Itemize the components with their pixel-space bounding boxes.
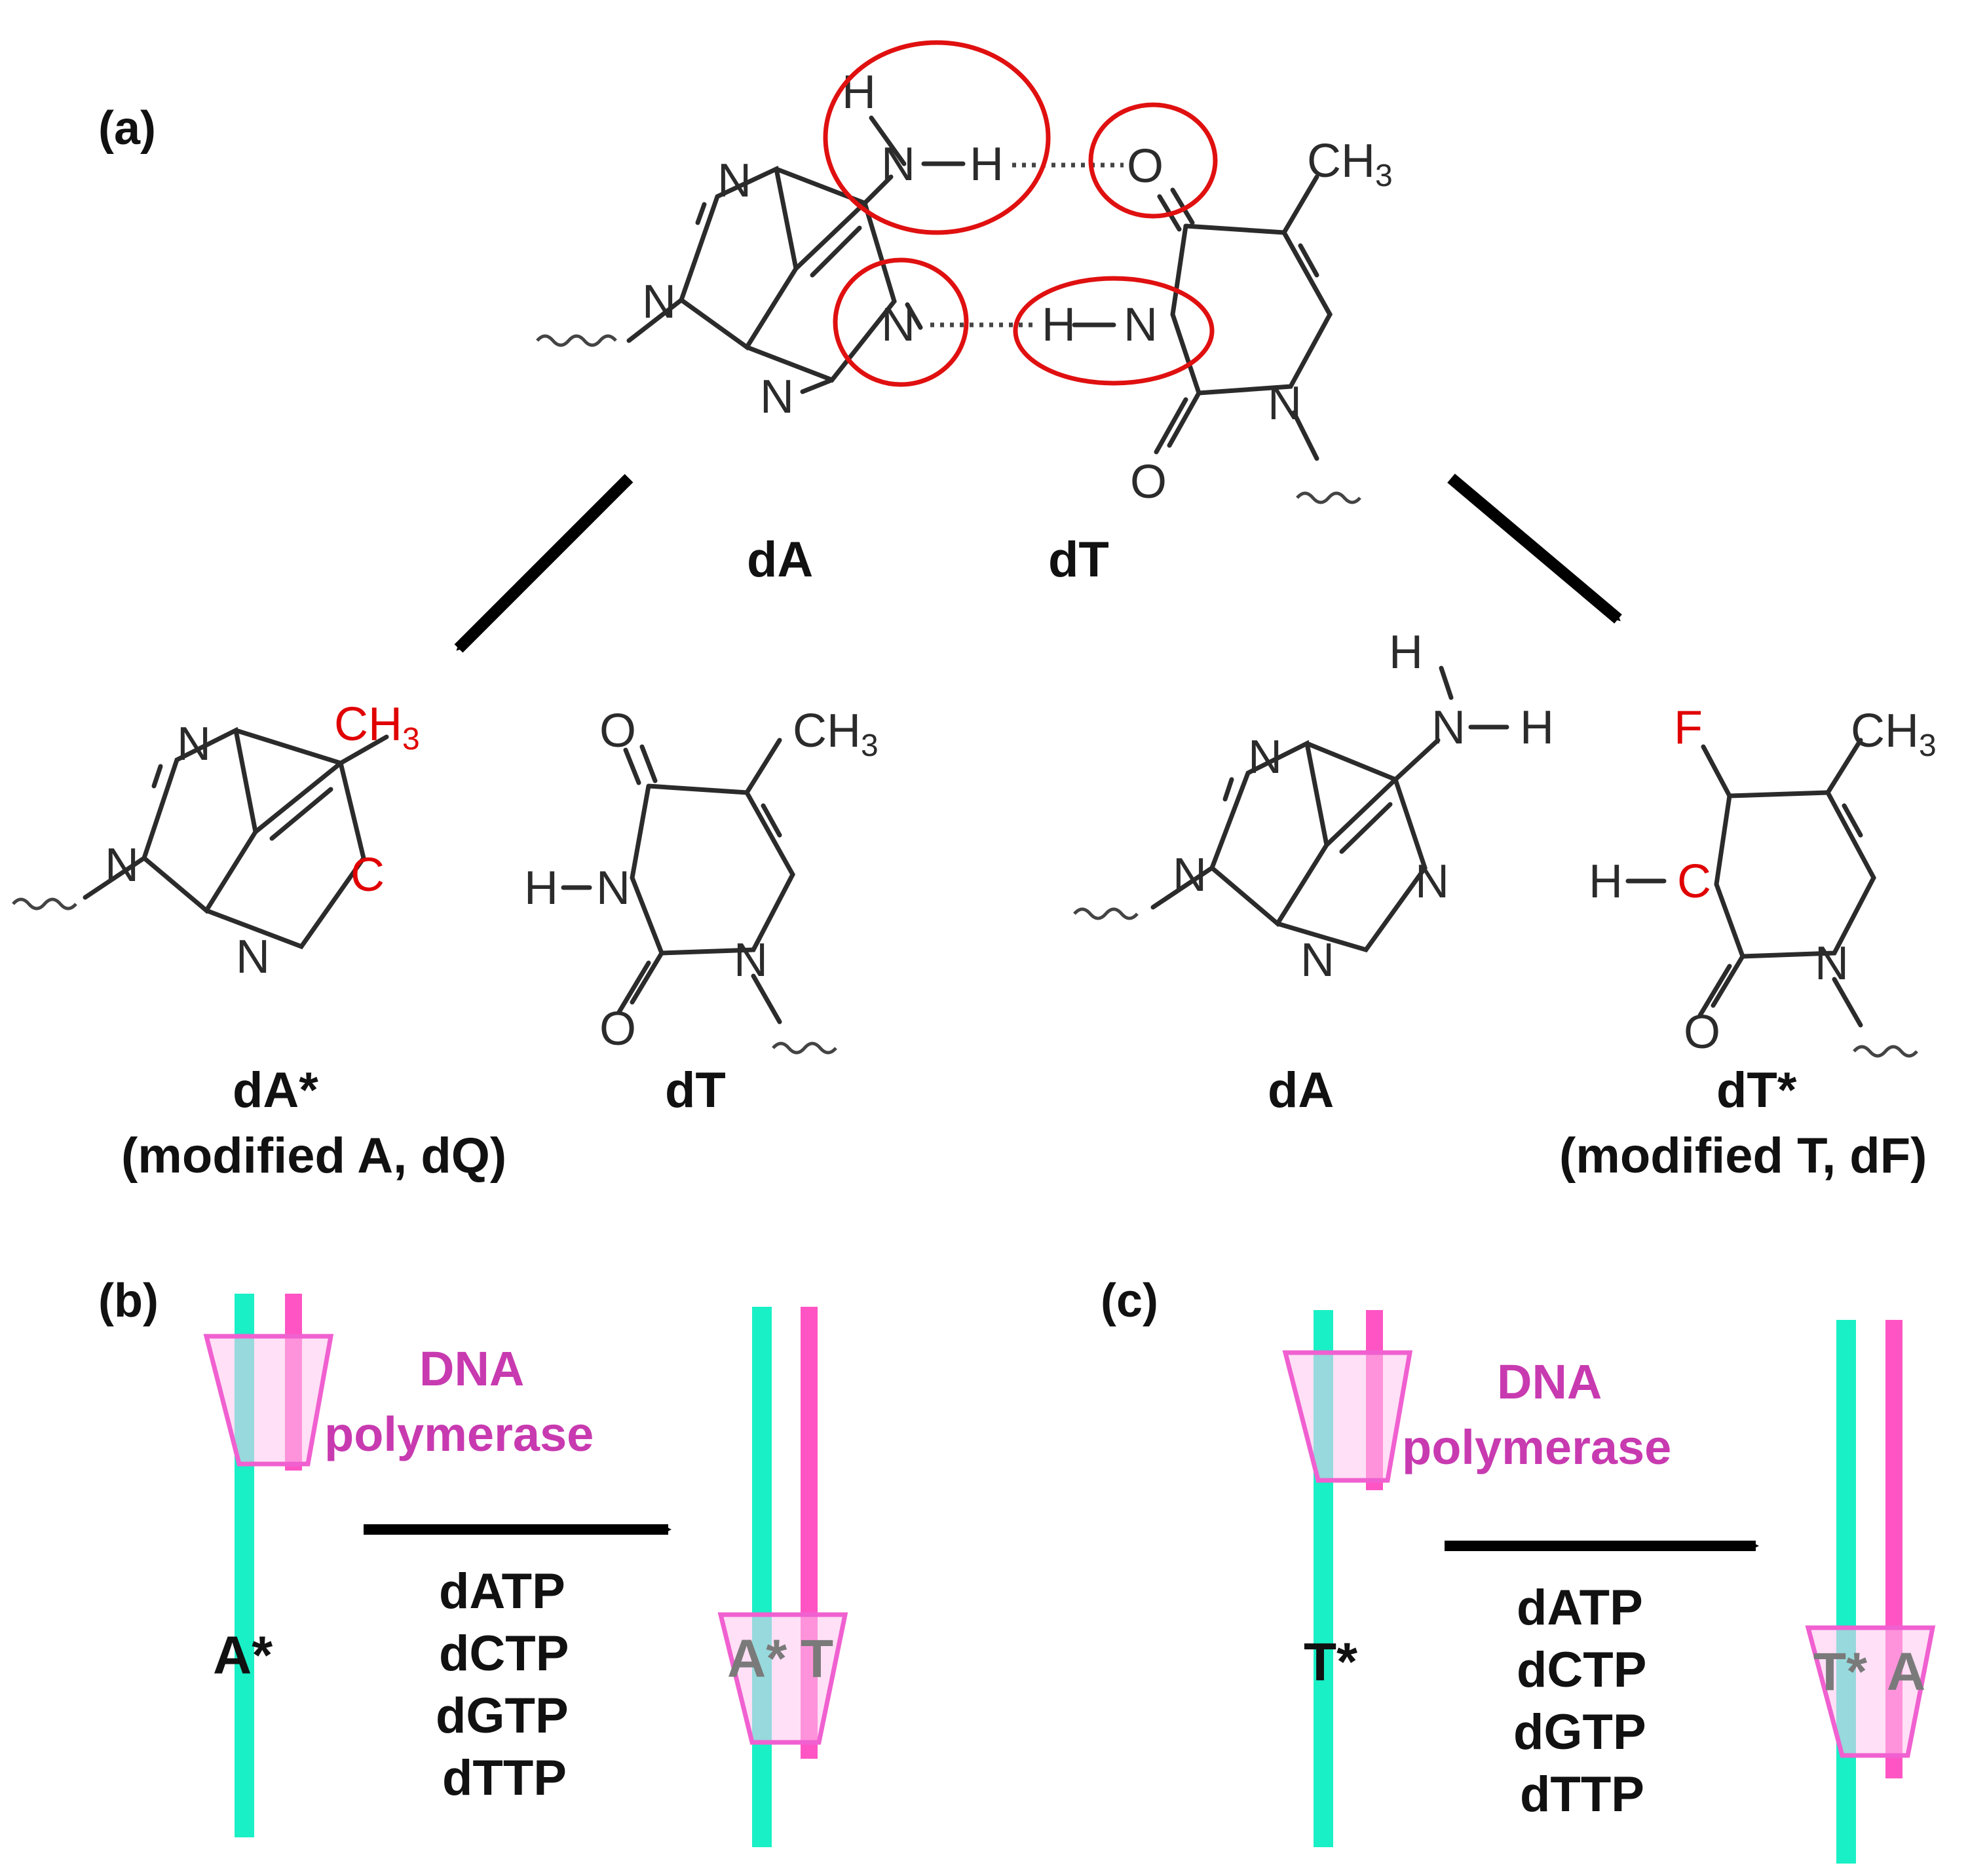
c-template-base: T* xyxy=(1304,1632,1357,1692)
top-dt-n1: N xyxy=(1268,377,1302,430)
bl-da-n7: N xyxy=(177,718,211,770)
highlight-donor-hn xyxy=(1013,276,1215,386)
b-polymerase-start xyxy=(203,1334,334,1467)
bl-dt-label: dT xyxy=(665,1062,726,1118)
bl-da-n3: N xyxy=(236,931,270,983)
arrow-to-left xyxy=(454,474,634,653)
panel-c-end: T* A xyxy=(1805,1320,1936,1864)
br-dt-n1: N xyxy=(1815,937,1849,990)
top-dt-o2: O xyxy=(1130,456,1167,508)
bl-dt-n3: N xyxy=(596,862,630,914)
bl-dt-ch3: CH3 xyxy=(793,705,879,763)
br-dt-star-sublabel: (modified T, dF) xyxy=(1559,1128,1927,1184)
bl-dt-o2: O xyxy=(599,1003,636,1055)
c-pair-right: A xyxy=(1887,1642,1925,1702)
top-da-n3: N xyxy=(760,371,794,423)
br-da-n3: N xyxy=(1300,934,1334,986)
bottom-left-dt-structure: O CH3 H N N O xyxy=(524,705,879,1055)
br-dt-c-modified: C xyxy=(1677,855,1711,908)
br-da-n6: N xyxy=(1431,702,1466,754)
b-dntp-2: dCTP xyxy=(439,1626,569,1681)
br-dt-h: H xyxy=(1589,855,1623,908)
br-dt-o2: O xyxy=(1684,1006,1720,1059)
b-pair-right: T xyxy=(801,1629,833,1689)
c-polymerase-label-2: polymerase xyxy=(1402,1420,1671,1474)
bottom-left-da-star-structure: N N N C CH3 xyxy=(12,698,420,983)
top-dt-label: dT xyxy=(1048,532,1109,588)
c-polymerase-label-1: DNA xyxy=(1497,1355,1602,1409)
panel-c-start: DNA polymerase T* xyxy=(1282,1310,1671,1847)
br-dt-ch3: CH3 xyxy=(1851,705,1937,763)
bl-dt-h3: H xyxy=(524,862,558,914)
top-dt-o4: O xyxy=(1127,140,1164,193)
top-dt-structure: O CH3 H N N O xyxy=(1042,135,1393,508)
br-da-n7: N xyxy=(1248,731,1282,783)
bl-da-star-sublabel: (modified A, dQ) xyxy=(121,1128,506,1184)
br-da-n9: N xyxy=(1173,849,1207,901)
top-da-label: dA xyxy=(747,532,813,588)
b-pair-left: A* xyxy=(727,1629,787,1689)
c-template-strand-end xyxy=(1836,1320,1856,1864)
top-dt-n3: N xyxy=(1124,299,1158,351)
b-dntp-1: dATP xyxy=(439,1564,565,1619)
br-da-h6a: H xyxy=(1389,626,1423,679)
top-da-structure: N N N N N H H xyxy=(536,66,1004,423)
top-da-n9: N xyxy=(642,276,676,328)
c-dntp-1: dATP xyxy=(1517,1580,1643,1636)
c-dntp-2: dCTP xyxy=(1517,1642,1646,1698)
highlight-acceptor-n xyxy=(833,257,969,387)
br-da-n1: N xyxy=(1415,855,1449,908)
c-pair-left: T* xyxy=(1813,1642,1867,1702)
c-dntp-4: dTTP xyxy=(1520,1767,1644,1822)
bl-da-n9: N xyxy=(105,839,139,891)
b-dntp-3: dGTP xyxy=(436,1688,569,1744)
br-dt-star-label: dT* xyxy=(1716,1062,1797,1118)
br-da-label: dA xyxy=(1268,1062,1334,1118)
bottom-right-da-structure: N N N N N H H xyxy=(1073,626,1554,986)
top-dt-n3h: H xyxy=(1042,299,1076,351)
panel-label-a: (a) xyxy=(98,102,156,155)
highlight-acceptor-o xyxy=(1088,102,1218,219)
bl-dt-o4: O xyxy=(599,705,636,757)
b-polymerase-end xyxy=(717,1612,848,1745)
b-template-base: A* xyxy=(213,1626,273,1685)
top-da-n1: N xyxy=(881,299,915,351)
c-polymerase-start xyxy=(1282,1350,1413,1483)
top-da-h6a: H xyxy=(842,66,876,119)
bl-da-star-label: dA* xyxy=(233,1062,318,1118)
b-polymerase-label-2: polymerase xyxy=(324,1407,594,1461)
highlight-donor-nh xyxy=(823,40,1051,235)
bottom-right-dt-star-structure: F CH3 H C N O xyxy=(1589,702,1937,1059)
bl-dt-n1: N xyxy=(734,934,768,986)
b-polymerase-label-1: DNA xyxy=(419,1341,524,1396)
top-dt-ch3: CH3 xyxy=(1307,135,1393,193)
b-dntp-4: dTTP xyxy=(442,1750,567,1806)
top-da-n7: N xyxy=(717,155,751,207)
br-da-h6b: H xyxy=(1520,702,1554,754)
panel-label-b: (b) xyxy=(98,1275,159,1327)
b-template-strand-end xyxy=(752,1307,772,1847)
top-da-n6: N xyxy=(881,138,915,191)
c-dntp-3: dGTP xyxy=(1513,1704,1646,1760)
br-dt-f-modified: F xyxy=(1674,702,1703,754)
bl-da-ch3-modified: CH3 xyxy=(334,698,420,757)
c-polymerase-end xyxy=(1805,1625,1936,1758)
panel-label-c: (c) xyxy=(1101,1275,1158,1327)
arrow-to-right xyxy=(1447,474,1622,624)
top-da-h6b: H xyxy=(970,138,1004,191)
bl-da-c1-modified: C xyxy=(350,849,385,901)
panel-b-end: A* T xyxy=(717,1307,848,1847)
panel-b-start: DNA polymerase A* xyxy=(203,1294,594,1837)
